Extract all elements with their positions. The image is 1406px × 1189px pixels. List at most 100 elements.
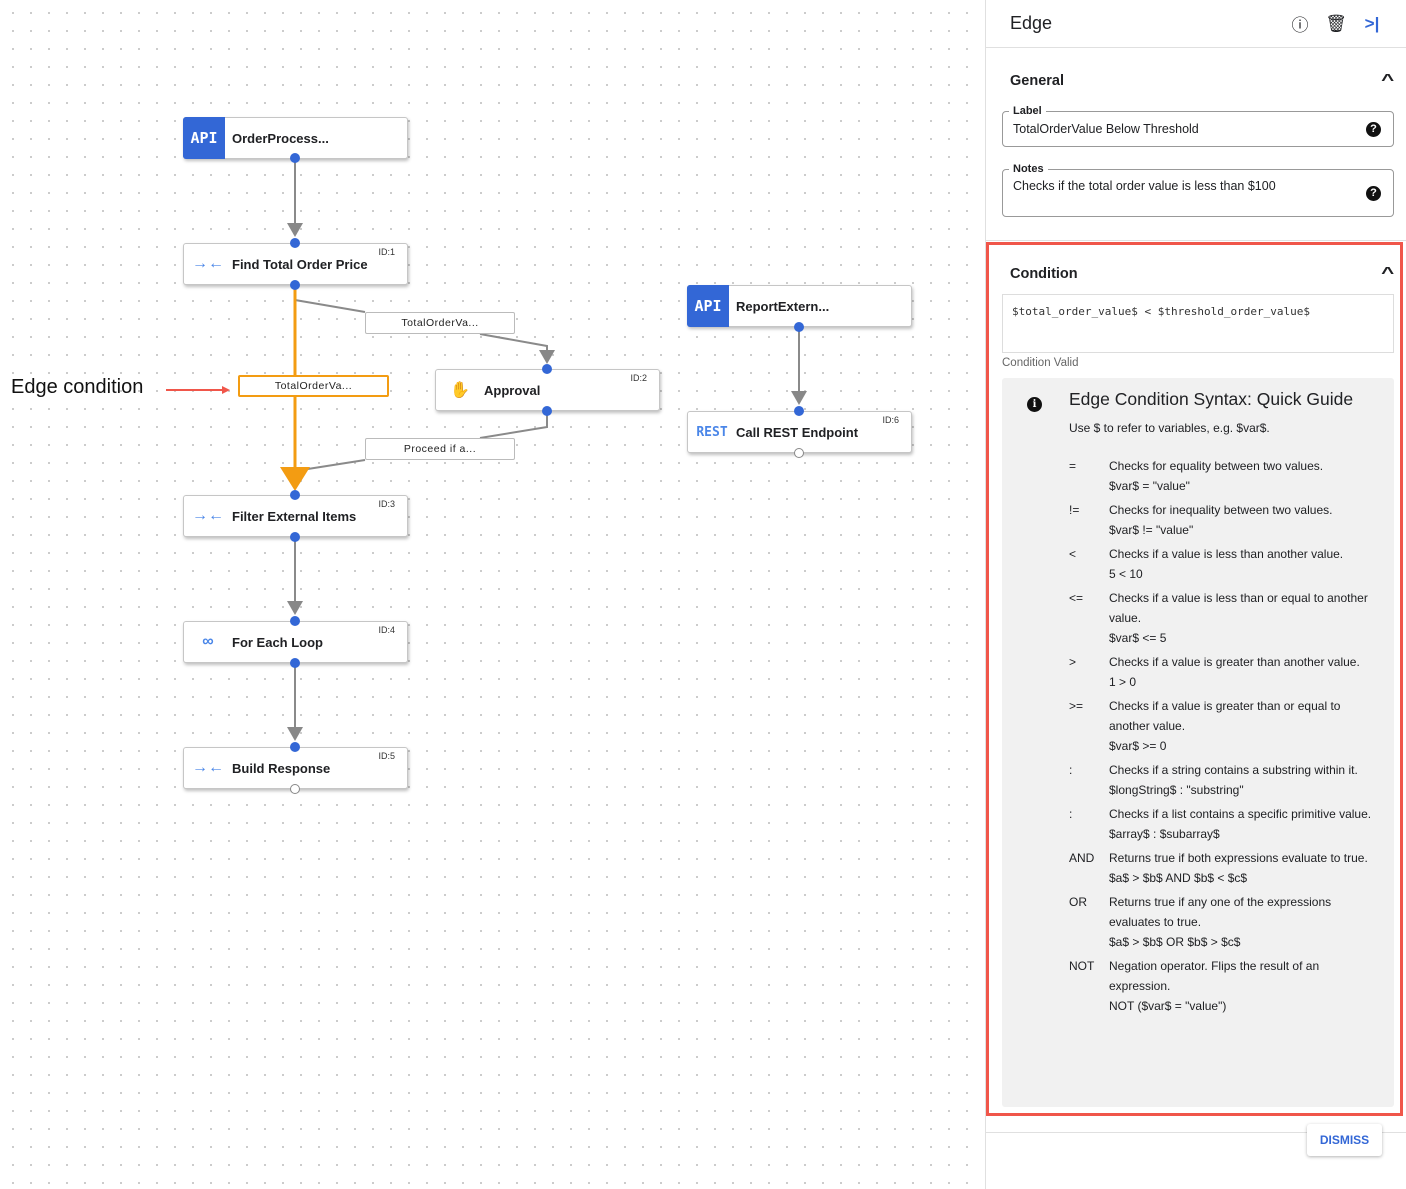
node-id: ID:6 [882, 415, 899, 425]
dismiss-button[interactable]: DISMISS [1307, 1124, 1382, 1156]
operator: NOT [1069, 959, 1095, 973]
condition-highlight-box [986, 242, 1403, 1116]
output-port[interactable] [290, 532, 300, 542]
node-title: OrderProcess... [232, 130, 329, 146]
description: Returns true if both expressions evaluat… [1109, 851, 1368, 865]
output-port[interactable] [794, 322, 804, 332]
edge-label-selected[interactable]: TotalOrderVa... [238, 375, 389, 397]
edges-layer [166, 158, 807, 741]
node-title: Build Response [232, 760, 331, 776]
collapse-panel-icon[interactable]: >| [1364, 13, 1380, 33]
node-title: Find Total Order Price [232, 256, 368, 272]
guide-row: !=Checks for inequality between two valu… [1069, 500, 1379, 540]
guide-row: :Checks if a string contains a substring… [1069, 760, 1379, 800]
output-port[interactable] [290, 153, 300, 163]
output-port[interactable] [290, 658, 300, 668]
guide-row: AND Returns true if both expressions eval… [1069, 848, 1379, 888]
input-port[interactable] [794, 406, 804, 416]
node-id: ID:4 [378, 625, 395, 635]
notes-value[interactable]: Checks if the total order value is less … [1013, 179, 1276, 193]
label-legend: Label [1009, 105, 1046, 117]
help-circle-icon[interactable]: ? [1366, 186, 1381, 201]
operator-description: Checks for inequality between two values… [1109, 500, 1379, 540]
api-icon: API [183, 117, 225, 159]
example: $var$ >= 0 [1109, 739, 1167, 753]
output-port-empty[interactable] [794, 448, 804, 458]
panel-header: Edge ⓘ 🗑 >| [986, 0, 1406, 48]
example: NOT ($var$ = "value") [1109, 999, 1227, 1013]
delete-icon[interactable]: 🗑 [1325, 13, 1347, 33]
operator: <= [1069, 591, 1084, 605]
info-icon: i [1027, 397, 1042, 412]
edge-properties-panel: Edge ⓘ 🗑 >| General ^ Label TotalOrderVa… [985, 0, 1406, 1189]
node-filter-external-items[interactable]: →← Filter External Items ID:3 [183, 495, 408, 537]
guide-title: Edge Condition Syntax: Quick Guide [1069, 389, 1354, 409]
guide-intro: Use $ to refer to variables, e.g. $var$. [1069, 421, 1270, 435]
node-id: ID:5 [378, 751, 395, 761]
chevron-up-icon[interactable]: ^ [1380, 72, 1394, 89]
guide-row: NOT Negation operator. Flips the result o… [1069, 956, 1379, 1016]
description: Negation operator. Flips the result of a… [1109, 959, 1320, 993]
output-port-empty[interactable] [290, 784, 300, 794]
node-title: Approval [484, 382, 541, 398]
merge-arrows-icon: →← [192, 759, 224, 776]
condition-input[interactable]: $total_order_value$ < $threshold_order_v… [1002, 294, 1394, 353]
node-for-each-loop[interactable]: ∞ For Each Loop ID:4 [183, 621, 408, 663]
annotation-arrowhead [222, 386, 230, 394]
chevron-up-icon[interactable]: ^ [1380, 265, 1394, 282]
node-approval[interactable]: ✋ Approval ID:2 [435, 369, 660, 411]
condition-section-header[interactable]: Condition ^ [986, 263, 1406, 285]
guide-row: >Checks if a value is greater than anoth… [1069, 652, 1379, 692]
notes-field[interactable]: Notes Checks if the total order value is… [1002, 163, 1394, 217]
workflow-canvas[interactable]: Edge condition API OrderProcess... →← Fi… [0, 0, 984, 1189]
help-circle-icon[interactable]: ? [1366, 122, 1381, 137]
input-port[interactable] [542, 364, 552, 374]
edge-label-to-approval[interactable]: TotalOrderVa... [365, 312, 515, 334]
guide-row: >=Checks if a value is greater than or e… [1069, 696, 1379, 756]
example: $var$ = "value" [1109, 479, 1190, 493]
node-title: Filter External Items [232, 508, 357, 524]
input-port[interactable] [290, 238, 300, 248]
example: $var$ <= 5 [1109, 631, 1167, 645]
input-port[interactable] [290, 616, 300, 626]
label-field[interactable]: Label TotalOrderValue Below Threshold ? [1002, 105, 1394, 147]
label-value[interactable]: TotalOrderValue Below Threshold [1013, 122, 1199, 136]
api-icon: API [687, 285, 729, 327]
node-find-total-order-price[interactable]: →← Find Total Order Price ID:1 [183, 243, 408, 285]
hand-icon: ✋ [450, 382, 470, 399]
operator: < [1069, 547, 1077, 561]
operator: AND [1069, 851, 1095, 865]
guide-row: :Checks if a list contains a specific pr… [1069, 804, 1379, 844]
description: Checks if a value is less than or equal … [1109, 591, 1368, 625]
output-port[interactable] [542, 406, 552, 416]
input-port[interactable] [290, 490, 300, 500]
description: Checks if a value is less than another v… [1109, 547, 1344, 561]
guide-row: <= Checks if a value is less than or equa… [1069, 588, 1379, 648]
node-id: ID:3 [378, 499, 395, 509]
node-id: ID:2 [630, 373, 647, 383]
node-call-rest-endpoint[interactable]: REST Call REST Endpoint ID:6 [687, 411, 912, 453]
divider [986, 240, 1406, 241]
operator-description: Checks if a list contains a specific pri… [1109, 804, 1379, 844]
guide-rows: =Checks for equality between two values.… [1069, 456, 1379, 1020]
node-report-external[interactable]: API ReportExtern... [687, 285, 912, 327]
operator-description: Negation operator. Flips the result of a… [1109, 956, 1379, 1016]
general-section-header[interactable]: General ^ [986, 70, 1406, 92]
node-build-response[interactable]: →← Build Response ID:5 [183, 747, 408, 789]
edge-find-approval [294, 299, 547, 362]
guide-row: =Checks for equality between two values.… [1069, 456, 1379, 496]
example: 5 < 10 [1109, 567, 1143, 581]
example: $a$ > $b$ OR $b$ > $c$ [1109, 935, 1241, 949]
syntax-guide: i Edge Condition Syntax: Quick Guide Use… [1002, 378, 1394, 1107]
help-icon[interactable]: ⓘ [1291, 16, 1309, 35]
operator: : [1069, 763, 1073, 777]
input-port[interactable] [290, 742, 300, 752]
node-title: ReportExtern... [736, 298, 830, 314]
panel-title: Edge [1010, 13, 1053, 33]
example: $longString$ : "substring" [1109, 783, 1244, 797]
operator-description: Returns true if both expressions evaluat… [1109, 848, 1379, 888]
output-port[interactable] [290, 280, 300, 290]
operator-description: Checks if a value is less than or equal … [1109, 588, 1379, 648]
edge-label-proceed[interactable]: Proceed if a... [365, 438, 515, 460]
general-heading: General [1010, 73, 1064, 89]
